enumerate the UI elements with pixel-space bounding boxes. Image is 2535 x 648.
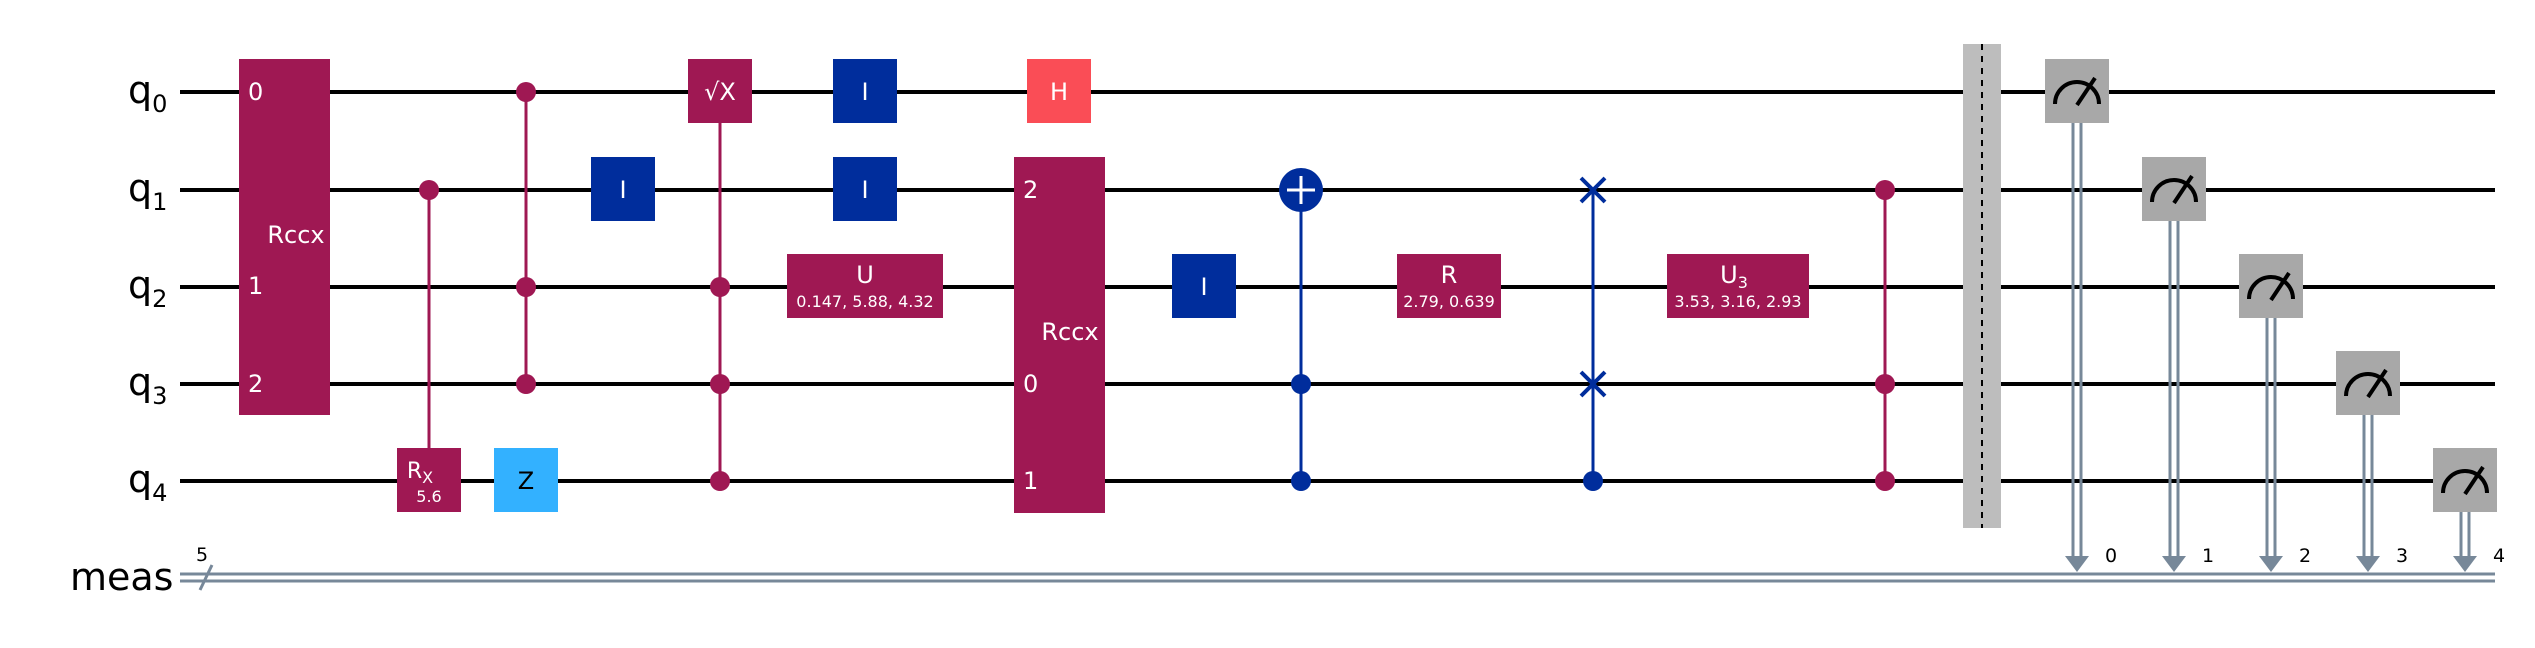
- svg-text:3.53, 3.16, 2.93: 3.53, 3.16, 2.93: [1674, 292, 1801, 311]
- qubit-wires: [180, 90, 2495, 483]
- wire-label-q2: q2: [128, 263, 167, 313]
- svg-text:I: I: [1200, 273, 1207, 301]
- measure-q4: 4: [2433, 448, 2505, 572]
- ccz-gate-2: [1875, 180, 1895, 491]
- barrier: [1963, 44, 2001, 528]
- meter-icon: [2247, 275, 2295, 300]
- svg-text:√X: √X: [704, 78, 736, 106]
- svg-text:1: 1: [1023, 467, 1038, 495]
- svg-text:2: 2: [1023, 176, 1038, 204]
- wire-label-meas: meas: [70, 555, 173, 599]
- svg-text:0: 0: [248, 78, 263, 106]
- svg-text:Rccx: Rccx: [1041, 318, 1098, 346]
- svg-text:RX: RX: [407, 459, 433, 487]
- svg-text:1: 1: [248, 272, 263, 300]
- meter-icon: [2150, 178, 2198, 203]
- svg-text:I: I: [861, 176, 868, 204]
- svg-text:I: I: [861, 78, 868, 106]
- bus-slash: [198, 564, 214, 591]
- u3-gate: U3 3.53, 3.16, 2.93: [1667, 254, 1809, 318]
- svg-text:2.79, 0.639: 2.79, 0.639: [1403, 292, 1495, 311]
- ccz-gate: [516, 82, 536, 394]
- z-gate: Z: [494, 448, 558, 512]
- wire-label-q3: q3: [128, 360, 167, 410]
- wire-labels: q0 q1 q2 q3 q4 meas: [70, 68, 173, 599]
- svg-text:I: I: [619, 176, 626, 204]
- svg-text:0: 0: [1023, 370, 1038, 398]
- svg-text:U: U: [856, 261, 874, 289]
- control-dot: [419, 180, 439, 200]
- meter-icon: [2441, 469, 2489, 494]
- measurements: 0 1 2 3: [2045, 59, 2505, 572]
- svg-text:0: 0: [2105, 545, 2117, 567]
- identity-gate-q2: I: [1172, 254, 1236, 318]
- svg-text:2: 2: [2299, 545, 2311, 567]
- svg-text:0.147, 5.88, 4.32: 0.147, 5.88, 4.32: [796, 292, 933, 311]
- bus-size-label: 5: [196, 544, 208, 566]
- hadamard-gate: H: [1027, 59, 1091, 123]
- wire-label-q1: q1: [128, 166, 167, 216]
- svg-text:U3: U3: [1720, 261, 1748, 292]
- svg-text:2: 2: [248, 370, 263, 398]
- wire-label-q0: q0: [128, 68, 167, 118]
- meter-icon: [2053, 80, 2101, 105]
- toffoli-gate: [1279, 168, 1323, 491]
- svg-text:3: 3: [2396, 545, 2408, 567]
- svg-text:5.6: 5.6: [416, 487, 441, 506]
- r-gate: R 2.79, 0.639: [1397, 254, 1501, 318]
- identity-gate-q0: I: [833, 59, 897, 123]
- controlled-sx-gate: √X: [688, 59, 752, 491]
- svg-text:Rccx: Rccx: [267, 221, 324, 249]
- swap-cross-icon: [1579, 176, 1607, 398]
- u-gate: U 0.147, 5.88, 4.32: [787, 254, 943, 318]
- identity-gate-q1-b: I: [833, 157, 897, 221]
- wire-label-q4: q4: [128, 457, 167, 507]
- controlled-swap-gate: [1579, 176, 1607, 491]
- rccx-gate-2: 2 0 1 Rccx: [1014, 157, 1105, 513]
- classical-wire: [180, 572, 2495, 583]
- measure-q3: 3: [2336, 351, 2408, 572]
- meter-icon: [2344, 372, 2392, 397]
- measure-q1: 1: [2142, 157, 2214, 572]
- controlled-rx-gate: RX 5.6: [397, 180, 461, 512]
- svg-text:Z: Z: [518, 467, 534, 495]
- svg-text:R: R: [1441, 261, 1458, 289]
- measure-q0: 0: [2045, 59, 2117, 572]
- measure-q2: 2: [2239, 254, 2311, 572]
- rccx-gate-1: 0 1 2 Rccx: [239, 59, 330, 415]
- identity-gate-q1-a: I: [591, 157, 655, 221]
- svg-text:H: H: [1050, 78, 1068, 106]
- svg-text:1: 1: [2202, 545, 2214, 567]
- svg-text:4: 4: [2493, 545, 2505, 567]
